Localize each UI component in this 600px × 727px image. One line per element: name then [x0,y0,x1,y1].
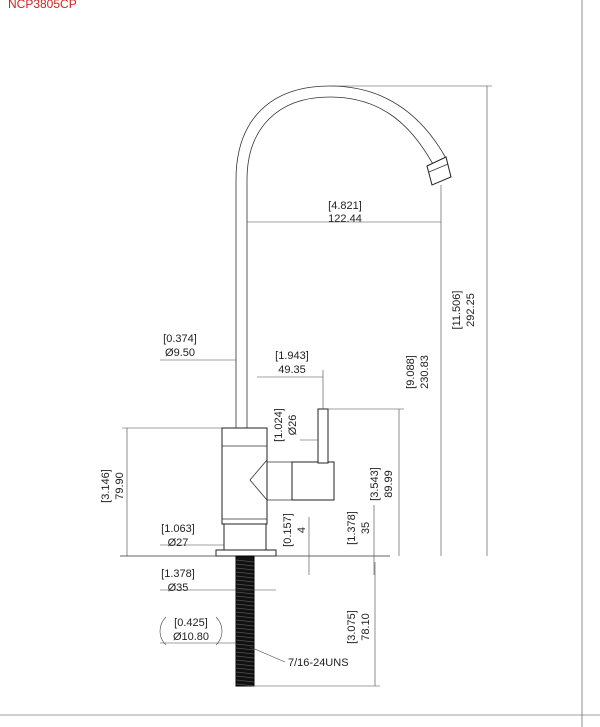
thread-ridge [235,647,255,651]
thread-ridge [235,615,255,619]
thread-ridge [235,619,255,623]
shank-thread-lines [235,559,255,687]
base-collar [223,523,267,551]
dim-overall-height-inch: [11.506] [451,291,463,330]
handle-hub [291,461,335,501]
body-lever-cut [249,459,268,501]
dimension-lines [122,85,492,687]
thread-ridge [235,651,255,655]
shank-dia-paren-right [215,616,223,646]
shank-dia-paren-left [159,616,167,646]
dim-handle-height-mm: 89.99 [383,470,395,498]
thread-ridge [235,591,255,595]
thread-ridge [235,639,255,643]
thread-ridge [235,579,255,583]
thread-ridge [235,563,255,567]
dim-flange-dia-inch: [1.378] [161,568,195,580]
thread-spec-label: 7/16-24UNS [288,657,349,669]
spout-tip-ring [428,163,449,173]
dim-overall-height-mm: 292.25 [465,293,477,327]
dim-spout-height-mm: 230.83 [419,355,431,389]
thread-ridge [235,659,255,663]
dim-spout-dia-inch: [0.374] [163,333,197,345]
dim-reach-mm: 122.44 [328,213,362,225]
dim-handle-offset-inch: [1.943] [275,350,309,362]
thread-ridge [235,611,255,615]
model-number: NCP3805CP [8,0,77,11]
dim-shank-length-inch: [3.075] [346,610,358,644]
dim-base-thickness-inch: [0.157] [282,513,294,547]
thread-ridge [235,667,255,671]
thread-ridge [235,679,255,683]
leader-thread [249,646,286,663]
dim-base-dia-inch: [1.063] [161,523,195,535]
dim-handle-offset-mm: 49.35 [278,364,306,376]
thread-ridge [235,587,255,591]
thread-ridge [235,655,255,659]
thread-ridge [235,623,255,627]
dim-body-height-mm: 79.90 [114,472,126,500]
thread-ridge [235,567,255,571]
dim-spout-dia-mm: Ø9.50 [165,347,195,359]
thread-ridge [235,599,255,603]
faucet-body [221,427,268,525]
thread-ridge [235,571,255,575]
dim-base-dia-mm: Ø27 [168,537,189,549]
thread-ridge [235,675,255,679]
dim-shank-dia-mm: Ø10.80 [173,631,209,643]
dim-flange-dia-mm: Ø35 [168,582,189,594]
dim-base-thickness-mm: 4 [296,527,308,533]
spout-tip [426,156,452,186]
base-flange [215,549,277,557]
spout-neck-outer [235,85,448,428]
thread-ridge [235,559,255,563]
dim-handle-height-inch: [3.543] [369,467,381,501]
thread-ridge [235,663,255,667]
dim-spout-height-inch: [9.088] [405,355,417,389]
thread-ridge [235,583,255,587]
dim-body-height-inch: [3.146] [100,469,112,503]
thread-ridge [235,627,255,631]
thread-ridge [235,635,255,639]
dim-collar-height-mm: 35 [360,522,372,534]
thread-ridge [235,595,255,599]
thread-ridge [235,683,255,687]
dim-shank-length-mm: 78.10 [360,613,372,641]
thread-ridge [235,631,255,635]
dim-handle-dia-mm: Ø26 [287,415,299,436]
thread-ridge [235,575,255,579]
dim-handle-dia-inch: [1.024] [273,408,285,442]
thread-ridge [235,671,255,675]
dim-collar-height-inch: [1.378] [346,511,358,545]
dim-shank-dia-inch: [0.425] [174,617,208,629]
dim-reach-inch: [4.821] [328,200,362,212]
thread-ridge [235,643,255,647]
thread-ridge [235,603,255,607]
thread-ridge [235,607,255,611]
handle-lever [317,408,329,464]
faucet-outline [120,85,452,687]
spout-neck-inner [246,96,435,428]
